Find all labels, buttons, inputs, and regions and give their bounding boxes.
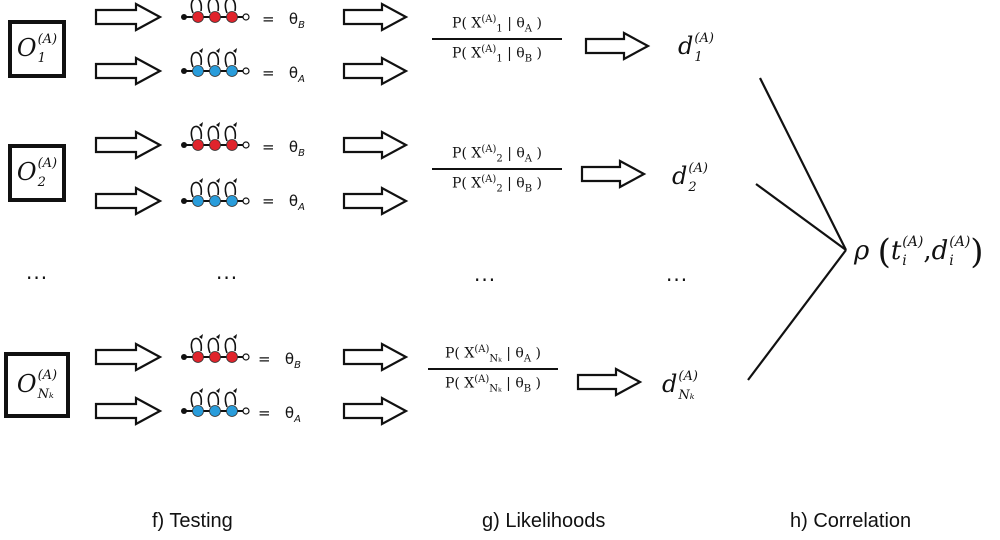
arrow-to-decision-n [576, 367, 643, 397]
model-a-label-2: = θA [262, 192, 305, 213]
decision-statistic-n: d(A)Nₖ [662, 368, 698, 403]
model-b-chain-2 [181, 122, 250, 151]
likelihood-ratio-2: P( X(A)2 | θA ) P( X(A)2 | θB ) [432, 144, 562, 195]
label-likelihoods: g) Likelihoods [482, 510, 606, 532]
ellipsis-likelihoods: ... [474, 262, 497, 286]
likelihood-ratio-n: P( X(A)Nₖ | θA ) P( X(A)Nₖ | θB ) [428, 344, 558, 395]
observation-label-2: O(A)2 [16, 156, 58, 191]
likelihood-ratio-1: P( X(A)1 | θA ) P( X(A)1 | θB ) [432, 14, 562, 65]
label-testing: f) Testing [152, 510, 233, 532]
arrow-to-decision-2 [580, 159, 647, 189]
arrow-to-model-b-1 [94, 2, 163, 32]
decision-statistic-2: d(A)2 [672, 160, 708, 195]
arrow-to-numerator-1 [342, 2, 409, 32]
observation-label-n: O(A)Nₖ [16, 368, 58, 403]
observation-box-2: O(A)2 [8, 144, 66, 202]
label-correlation: h) Correlation [790, 510, 912, 532]
arrow-to-denominator-1 [342, 56, 409, 86]
convergence-line-1 [759, 77, 847, 251]
model-b-label-n: = θB [258, 350, 301, 371]
correlation-formula: ρ (t(A)i,d(A)i) [854, 232, 984, 272]
observation-label-1: O(A)1 [16, 32, 58, 67]
model-a-chain-n [181, 388, 250, 417]
ellipsis-observations: ... [26, 260, 49, 284]
model-a-label-1: = θA [262, 64, 305, 85]
arrow-to-numerator-2 [342, 130, 409, 160]
model-a-chain-2 [181, 178, 250, 207]
model-b-label-2: = θB [262, 138, 305, 159]
arrow-to-model-a-2 [94, 186, 163, 216]
model-a-label-n: = θA [258, 404, 301, 425]
arrow-to-decision-1 [584, 31, 651, 61]
arrow-to-denominator-n [342, 396, 409, 426]
arrow-to-model-b-n [94, 342, 163, 372]
model-b-chain-1 [181, 0, 250, 23]
decision-statistic-1: d(A)1 [678, 30, 714, 65]
arrow-to-denominator-2 [342, 186, 409, 216]
model-b-label-1: = θB [262, 10, 305, 31]
observation-box-n: O(A)Nₖ [4, 352, 70, 418]
arrow-to-model-a-1 [94, 56, 163, 86]
convergence-line-2 [755, 183, 847, 251]
convergence-line-n [747, 249, 847, 381]
observation-box-1: O(A)1 [8, 20, 66, 78]
arrow-to-model-a-n [94, 396, 163, 426]
model-a-chain-1 [181, 48, 250, 77]
model-b-chain-n [181, 334, 250, 363]
ellipsis-models: ... [216, 260, 239, 284]
ellipsis-decisions: ... [666, 262, 689, 286]
arrow-to-model-b-2 [94, 130, 163, 160]
arrow-to-numerator-n [342, 342, 409, 372]
